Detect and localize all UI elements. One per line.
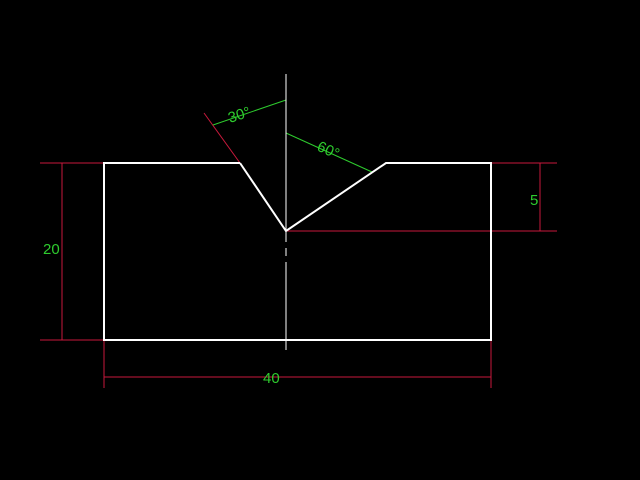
angle-leader-60	[285, 132, 373, 173]
part-outline	[103, 162, 492, 341]
angle-leader-30	[212, 99, 287, 126]
depth-label: 5	[530, 192, 538, 209]
angle-label-60: 60°	[314, 138, 342, 163]
angle-leaders	[212, 99, 373, 173]
dimension-lines	[40, 112, 557, 388]
extension-line-angle	[203, 112, 241, 164]
height-label: 20	[43, 241, 60, 258]
width-label: 40	[263, 370, 280, 387]
angle-label-30: 30°	[226, 104, 253, 127]
dimension-labels: 20 5 40 30° 60°	[43, 104, 538, 387]
